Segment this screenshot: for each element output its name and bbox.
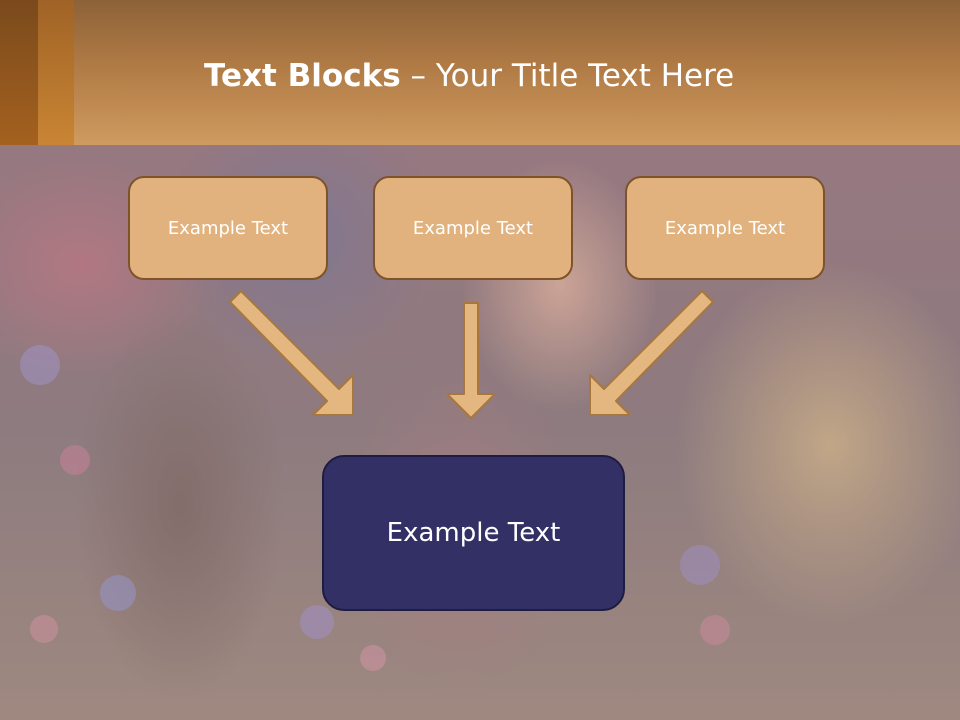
text-block-1-label: Example Text: [167, 217, 289, 239]
text-block-3-label: Example Text: [664, 217, 786, 239]
main-text-block-label: Example Text: [386, 518, 561, 548]
title-band: Text Blocks – Your Title Text Here: [0, 0, 960, 145]
text-block-2-label: Example Text: [412, 217, 534, 239]
text-block-1[interactable]: Example Text: [128, 176, 328, 280]
arrow-down-left-icon: [589, 290, 714, 416]
arrow-down-icon: [446, 302, 496, 419]
slide-title-rest: – Your Title Text Here: [400, 58, 735, 94]
slide-title-bold: Text Blocks: [204, 58, 401, 94]
text-block-3[interactable]: Example Text: [625, 176, 825, 280]
main-text-block[interactable]: Example Text: [322, 455, 625, 611]
slide-title: Text Blocks – Your Title Text Here: [204, 56, 734, 96]
header-accent-strip: [0, 0, 38, 145]
arrow-down-right-icon: [229, 290, 354, 416]
text-block-2[interactable]: Example Text: [373, 176, 573, 280]
header-accent-strip: [38, 0, 74, 145]
